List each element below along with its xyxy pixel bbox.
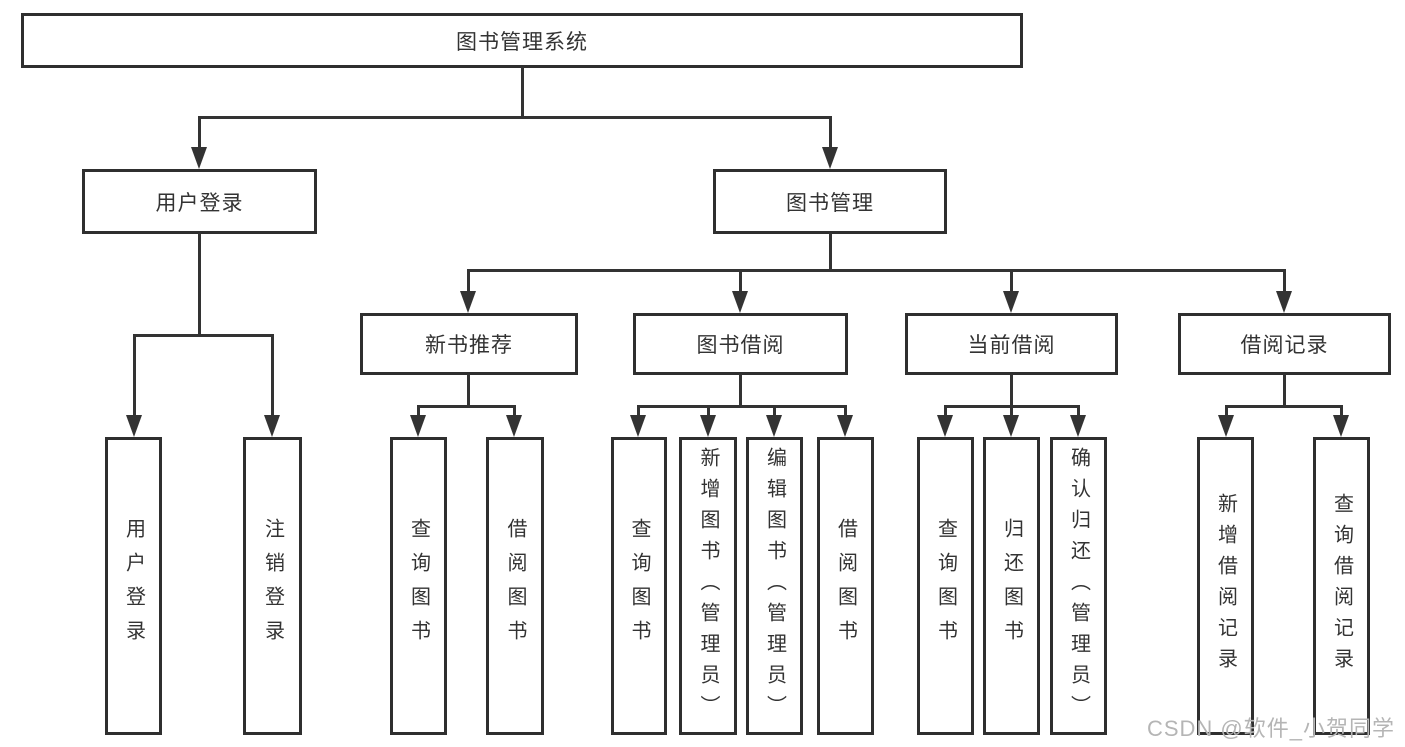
connector-line (1009, 404, 1013, 418)
node-borrowing-records: 借阅记录 (1178, 313, 1391, 375)
arrow-down-icon (937, 415, 953, 437)
connector-line (1009, 268, 1013, 294)
leaf-query-borrow-record: 查询借阅记录 (1313, 437, 1370, 735)
connector-line (466, 373, 470, 408)
connector-line (512, 404, 516, 418)
connector-line (197, 115, 832, 119)
leaf-confirm-return-admin: 确认归还（管理员） (1050, 437, 1107, 735)
connector-line (738, 268, 742, 294)
connector-line (1282, 373, 1286, 408)
connector-line (270, 333, 274, 418)
csdn-watermark: CSDN @软件_小贺同学 (1146, 716, 1395, 741)
node-label: 查询图书 (934, 518, 957, 654)
connector-line (738, 373, 742, 408)
arrow-down-icon (822, 147, 838, 169)
node-label: 注销登录 (261, 518, 284, 654)
connector-line (520, 66, 524, 119)
arrow-down-icon (732, 291, 748, 313)
connector-line (828, 115, 832, 150)
arrow-down-icon (460, 291, 476, 313)
node-label: 新增图书（管理员） (697, 446, 719, 726)
connector-line (132, 333, 274, 337)
arrow-down-icon (191, 147, 207, 169)
arrow-down-icon (410, 415, 426, 437)
leaf-edit-books-admin: 编辑图书（管理员） (746, 437, 803, 735)
connector-line (197, 232, 201, 337)
arrow-down-icon (1333, 415, 1349, 437)
connector-line (772, 404, 776, 418)
connector-line (1009, 373, 1013, 408)
node-label: 借阅图书 (504, 518, 526, 654)
node-user-login-group: 用户登录 (82, 169, 317, 234)
leaf-add-books-admin: 新增图书（管理员） (679, 437, 737, 735)
arrow-down-icon (700, 415, 716, 437)
node-label: 查询图书 (407, 518, 430, 654)
leaf-borrow-books: 借阅图书 (817, 437, 874, 735)
arrow-down-icon (1003, 291, 1019, 313)
node-label: 用户登录 (155, 191, 244, 215)
node-label: 查询图书 (628, 518, 650, 654)
arrow-down-icon (766, 415, 782, 437)
connector-line (1224, 404, 1228, 418)
connector-line (636, 404, 847, 408)
connector-line (1076, 404, 1080, 418)
arrow-down-icon (630, 415, 646, 437)
connector-line (843, 404, 847, 418)
arrow-down-icon (1276, 291, 1292, 313)
arrow-down-icon (1218, 415, 1234, 437)
node-new-book-recommend: 新书推荐 (360, 313, 578, 375)
connector-line (943, 404, 947, 418)
node-current-borrowing: 当前借阅 (905, 313, 1118, 375)
connector-line (466, 268, 470, 294)
node-label: 借阅图书 (834, 518, 857, 654)
arrow-down-icon (264, 415, 280, 437)
leaf-add-borrow-record: 新增借阅记录 (1197, 437, 1254, 735)
node-book-management: 图书管理 (713, 169, 947, 234)
node-label: 图书管理 (786, 191, 874, 215)
leaf-query-books-borrow: 查询图书 (611, 437, 667, 735)
leaf-borrow-books-recommend: 借阅图书 (486, 437, 544, 735)
connector-line (466, 268, 1286, 272)
leaf-query-books-current: 查询图书 (917, 437, 974, 735)
node-label: 新书推荐 (425, 334, 513, 357)
node-label: 借阅记录 (1240, 334, 1329, 357)
node-label: 确认归还（管理员） (1067, 446, 1090, 726)
connector-line (1339, 404, 1343, 418)
leaf-user-login: 用户登录 (105, 437, 162, 735)
connector-line (636, 404, 640, 418)
node-label: 当前借阅 (967, 334, 1056, 357)
connector-line (416, 404, 516, 408)
connector-line (828, 232, 832, 272)
node-label: 归还图书 (1000, 518, 1023, 654)
arrow-down-icon (506, 415, 522, 437)
leaf-logout: 注销登录 (243, 437, 302, 735)
connector-line (1224, 404, 1343, 408)
connector-line (706, 404, 710, 418)
node-book-borrowing: 图书借阅 (633, 313, 848, 375)
arrow-down-icon (126, 415, 142, 437)
node-label: 用户登录 (122, 518, 145, 654)
connector-line (132, 333, 136, 418)
leaf-query-books-recommend: 查询图书 (390, 437, 447, 735)
node-label: 图书管理系统 (456, 30, 588, 54)
leaf-return-books: 归还图书 (983, 437, 1040, 735)
arrow-down-icon (1070, 415, 1086, 437)
node-label: 图书借阅 (696, 334, 785, 357)
arrow-down-icon (1003, 415, 1019, 437)
connector-line (197, 115, 201, 150)
node-library-management-system: 图书管理系统 (21, 13, 1023, 68)
node-label: 新增借阅记录 (1214, 493, 1237, 679)
node-label: 查询借阅记录 (1330, 493, 1353, 679)
connector-line (1282, 268, 1286, 294)
arrow-down-icon (837, 415, 853, 437)
node-label: 编辑图书（管理员） (763, 446, 786, 726)
connector-line (416, 404, 420, 418)
